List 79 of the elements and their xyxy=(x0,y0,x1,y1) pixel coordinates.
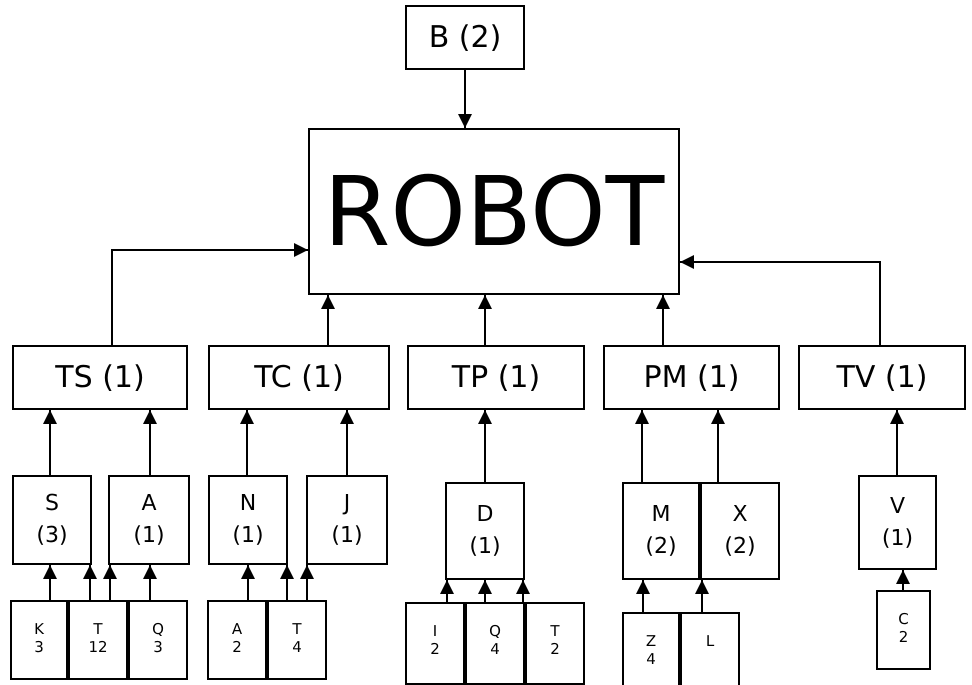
box-label: D (1) xyxy=(469,501,501,561)
arrow xyxy=(300,565,314,600)
arrow xyxy=(103,565,117,600)
arrow xyxy=(143,410,157,475)
arrow xyxy=(440,580,454,602)
subpart-box xyxy=(128,600,188,680)
arrow xyxy=(321,295,335,345)
box-label: Q 3 xyxy=(152,620,164,656)
subpart-box xyxy=(876,590,931,670)
part-box xyxy=(208,475,288,565)
box-label: T 4 xyxy=(292,620,302,656)
box-label: V (1) xyxy=(882,492,914,552)
box-label: Z 4 xyxy=(646,632,656,668)
box-label: A 2 xyxy=(232,620,242,656)
component-box xyxy=(603,345,780,410)
box-label: TP (1) xyxy=(452,360,540,396)
box-label: M (2) xyxy=(645,501,677,561)
arrow xyxy=(280,565,294,600)
arrow xyxy=(83,565,97,600)
arrow xyxy=(340,410,354,475)
arrow xyxy=(111,243,308,345)
box-label: K 3 xyxy=(34,620,44,656)
arrow xyxy=(478,580,492,602)
box-label: B (2) xyxy=(428,20,502,56)
subpart-box xyxy=(680,612,740,685)
part-box xyxy=(858,475,937,570)
component-box xyxy=(407,345,585,410)
arrow xyxy=(896,570,910,590)
box-label: L xyxy=(706,632,714,650)
box-label: TC (1) xyxy=(254,360,344,396)
arrow xyxy=(43,565,57,600)
subpart-box xyxy=(405,602,465,685)
box-label: Q 4 xyxy=(489,622,501,658)
box-label: ROBOT xyxy=(324,164,664,260)
part-box xyxy=(306,475,388,565)
subpart-box xyxy=(207,600,267,680)
box-label: C 2 xyxy=(898,610,909,646)
component-box xyxy=(208,345,390,410)
box-label: T 2 xyxy=(550,622,560,658)
component-box xyxy=(405,5,525,70)
subpart-box xyxy=(465,602,525,685)
box-label: N (1) xyxy=(232,490,264,550)
part-box xyxy=(445,482,525,580)
arrow xyxy=(680,255,881,345)
component-box xyxy=(12,345,188,410)
box-label: X (2) xyxy=(724,501,756,561)
part-box xyxy=(12,475,92,565)
arrow xyxy=(635,410,649,482)
main-box xyxy=(308,128,680,295)
part-box xyxy=(622,482,700,580)
part-box xyxy=(108,475,190,565)
subpart-box xyxy=(10,600,68,680)
arrow xyxy=(241,565,255,600)
arrow xyxy=(43,410,57,475)
arrow xyxy=(695,580,709,612)
subpart-box xyxy=(525,602,585,685)
box-label: TV (1) xyxy=(836,360,928,396)
box-label: TS (1) xyxy=(55,360,145,396)
box-label: J (1) xyxy=(331,490,363,550)
arrow xyxy=(711,410,725,482)
part-box xyxy=(700,482,780,580)
arrow xyxy=(516,580,530,602)
subpart-box xyxy=(267,600,327,680)
arrow xyxy=(656,295,670,345)
arrow xyxy=(458,70,472,128)
arrow xyxy=(240,410,254,475)
box-label: PM (1) xyxy=(643,360,740,396)
arrow xyxy=(143,565,157,600)
box-label: S (3) xyxy=(36,490,68,550)
arrow xyxy=(478,410,492,482)
subpart-box xyxy=(68,600,128,680)
arrow xyxy=(478,295,492,345)
box-label: I 2 xyxy=(430,622,440,658)
arrow xyxy=(636,580,650,612)
component-box xyxy=(798,345,966,410)
arrow xyxy=(890,410,904,475)
box-label: A (1) xyxy=(133,490,165,550)
subpart-box xyxy=(622,612,680,685)
box-label: T 12 xyxy=(88,620,108,656)
